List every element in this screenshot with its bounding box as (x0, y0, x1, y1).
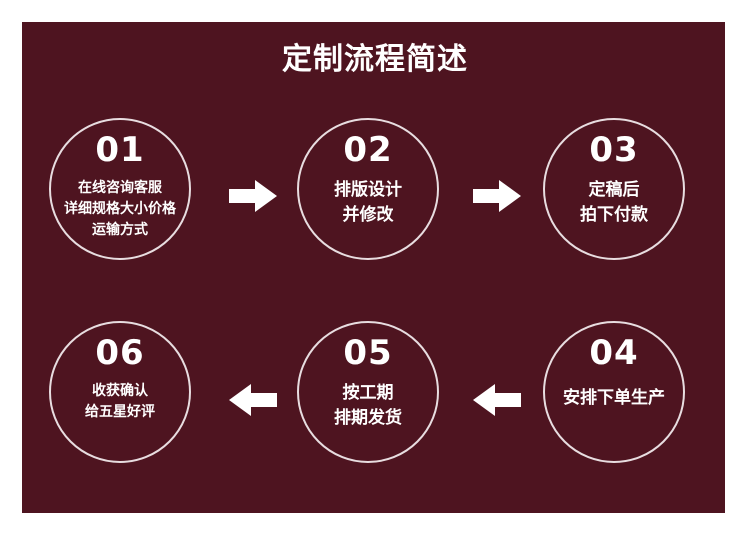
step-description-line: 安排下单生产 (563, 388, 665, 408)
step-number: 03 (589, 130, 639, 170)
step-description: 收获确认 给五星好评 (51, 381, 189, 423)
step-number: 06 (95, 333, 145, 373)
step-01-circle: 01 在线咨询客服 详细规格大小价格 运输方式 (49, 118, 191, 260)
step-description: 在线咨询客服 详细规格大小价格 运输方式 (51, 178, 189, 241)
step-description: 安排下单生产 (545, 386, 683, 411)
step-description: 定稿后 拍下付款 (545, 178, 683, 228)
step-description-line: 给五星好评 (85, 404, 155, 420)
step-description: 排版设计 并修改 (299, 178, 437, 228)
step-description-line: 详细规格大小价格 (64, 201, 176, 217)
page-title: 定制流程简述 (282, 42, 468, 77)
arrow-right-icon (473, 180, 521, 212)
step-description-line: 排期发货 (334, 408, 402, 428)
step-06-circle: 06 收获确认 给五星好评 (49, 321, 191, 463)
step-description-line: 拍下付款 (580, 205, 648, 225)
step-description-line: 按工期 (342, 383, 394, 403)
step-05-circle: 05 按工期 排期发货 (297, 321, 439, 463)
step-description-line: 排版设计 (334, 180, 402, 200)
step-number: 01 (95, 130, 145, 170)
step-03-circle: 03 定稿后 拍下付款 (543, 118, 685, 260)
step-description-line: 定稿后 (588, 180, 640, 200)
step-description: 按工期 排期发货 (299, 381, 437, 431)
step-description-line: 收获确认 (92, 383, 148, 399)
arrow-left-icon (473, 384, 521, 416)
step-description-line: 并修改 (342, 205, 394, 225)
step-04-circle: 04 安排下单生产 (543, 321, 685, 463)
step-description-line: 在线咨询客服 (78, 180, 162, 196)
arrow-right-icon (229, 180, 277, 212)
step-02-circle: 02 排版设计 并修改 (297, 118, 439, 260)
step-description-line: 运输方式 (92, 222, 148, 238)
step-number: 04 (589, 333, 639, 373)
step-number: 05 (343, 333, 393, 373)
step-number: 02 (343, 130, 393, 170)
arrow-left-icon (229, 384, 277, 416)
